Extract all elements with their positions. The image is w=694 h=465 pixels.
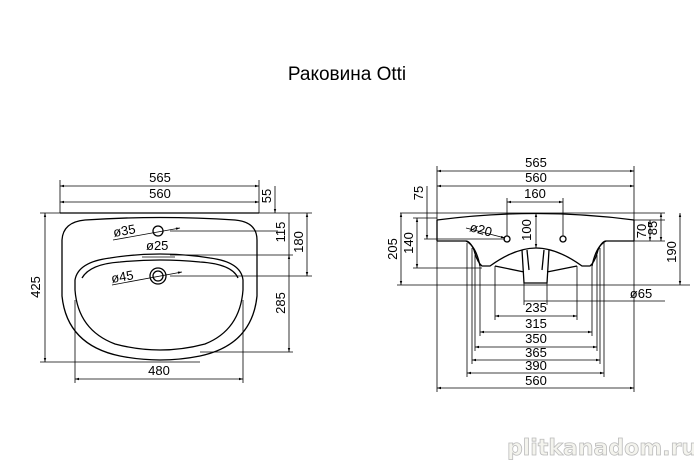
front-view: 565 560 160 ø20 100 75 205 140 — [385, 155, 690, 392]
leader-line — [112, 227, 181, 241]
rim-top — [436, 212, 635, 221]
dim-390: 390 — [525, 358, 547, 373]
dim-205: 205 — [385, 238, 400, 260]
dim-315: 315 — [525, 316, 547, 331]
dim-100: 100 — [519, 219, 534, 241]
leader-line — [465, 227, 506, 239]
width-dimensions: 235 315 350 365 390 560 — [437, 243, 634, 390]
drain-pipe — [494, 249, 578, 284]
dim-180: 180 — [291, 231, 306, 253]
watermark: plitkanadom.ru — [507, 436, 694, 461]
dim-565: 565 — [149, 170, 171, 185]
dim-425: 425 — [28, 276, 43, 298]
tap-hole-label: ø35 — [112, 221, 137, 240]
dim-140: 140 — [401, 232, 416, 254]
dim-85: 85 — [645, 221, 660, 235]
dim-365: 365 — [525, 345, 547, 360]
drain-label: ø45 — [110, 267, 135, 286]
dim-560: 560 — [149, 186, 171, 201]
dim-70: 70 — [634, 224, 649, 238]
basin-outline — [61, 216, 258, 361]
pedestal-edge — [465, 240, 607, 267]
dim-115: 115 — [273, 222, 288, 243]
fixing-hole-label: ø20 — [468, 219, 494, 239]
dim-235: 235 — [525, 300, 547, 315]
dim-190: 190 — [664, 241, 679, 263]
dim-285: 285 — [273, 292, 288, 314]
basin-profile — [437, 240, 634, 267]
overflow-label: ø25 — [146, 238, 168, 253]
leader-line — [111, 271, 183, 286]
dim-560: 560 — [525, 170, 547, 185]
extension-lines — [466, 243, 605, 377]
dim-350: 350 — [525, 331, 547, 346]
drain-inner — [152, 270, 164, 282]
bowl-inner-edge — [81, 259, 239, 279]
drain-label: ø65 — [630, 286, 652, 301]
dim-160: 160 — [524, 186, 546, 201]
fixing-hole — [559, 235, 567, 243]
dim-565: 565 — [525, 155, 547, 170]
dim-55: 55 — [259, 189, 274, 203]
top-view: 565 560 ø35 ø25 ø45 425 480 55 115 — [28, 170, 312, 383]
bowl-outline — [74, 253, 244, 351]
dim-480: 480 — [148, 363, 170, 378]
dim-75: 75 — [411, 186, 426, 200]
drain-outer — [149, 267, 167, 285]
drawing-title: Раковина Otti — [288, 64, 406, 85]
dim-560-bottom: 560 — [525, 373, 547, 388]
